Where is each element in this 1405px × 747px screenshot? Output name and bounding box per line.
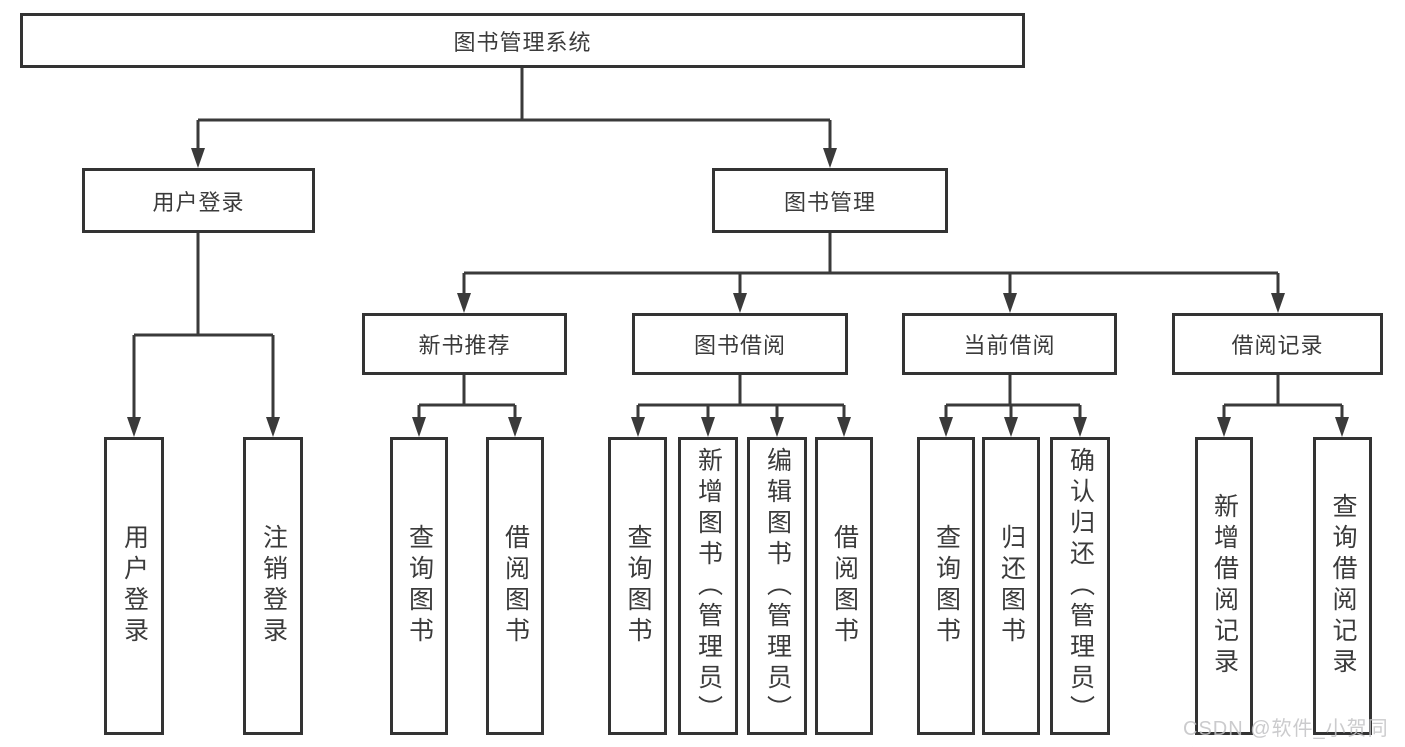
leaf-borrow-edit-books-admin: 编辑图书（管理员） [747, 437, 807, 735]
node-new-book-recommend: 新书推荐 [362, 313, 567, 375]
leaf-current-query-books: 查询图书 [917, 437, 975, 735]
leaf-recommend-borrow-books: 借阅图书 [486, 437, 544, 735]
leaf-user-login: 用户登录 [104, 437, 164, 735]
leaf-logout: 注销登录 [243, 437, 303, 735]
leaf-borrow-query-books: 查询图书 [608, 437, 667, 735]
node-book-management: 图书管理 [712, 168, 948, 233]
node-root-system: 图书管理系统 [20, 13, 1025, 68]
node-book-borrow: 图书借阅 [632, 313, 848, 375]
csdn-watermark: CSDN @软件_小贺同学 [1183, 718, 1389, 740]
leaf-recommend-query-books: 查询图书 [390, 437, 448, 735]
leaf-borrow-add-books-admin: 新增图书（管理员） [678, 437, 738, 735]
leaf-record-add-borrow-record: 新增借阅记录 [1195, 437, 1253, 735]
node-borrow-record: 借阅记录 [1172, 313, 1383, 375]
leaf-borrow-borrow-books: 借阅图书 [815, 437, 873, 735]
leaf-current-return-books: 归还图书 [982, 437, 1040, 735]
leaf-current-confirm-return-admin: 确认归还（管理员） [1050, 437, 1110, 735]
node-user-login: 用户登录 [82, 168, 315, 233]
node-current-borrow: 当前借阅 [902, 313, 1117, 375]
leaf-record-query-borrow-record: 查询借阅记录 [1313, 437, 1372, 735]
